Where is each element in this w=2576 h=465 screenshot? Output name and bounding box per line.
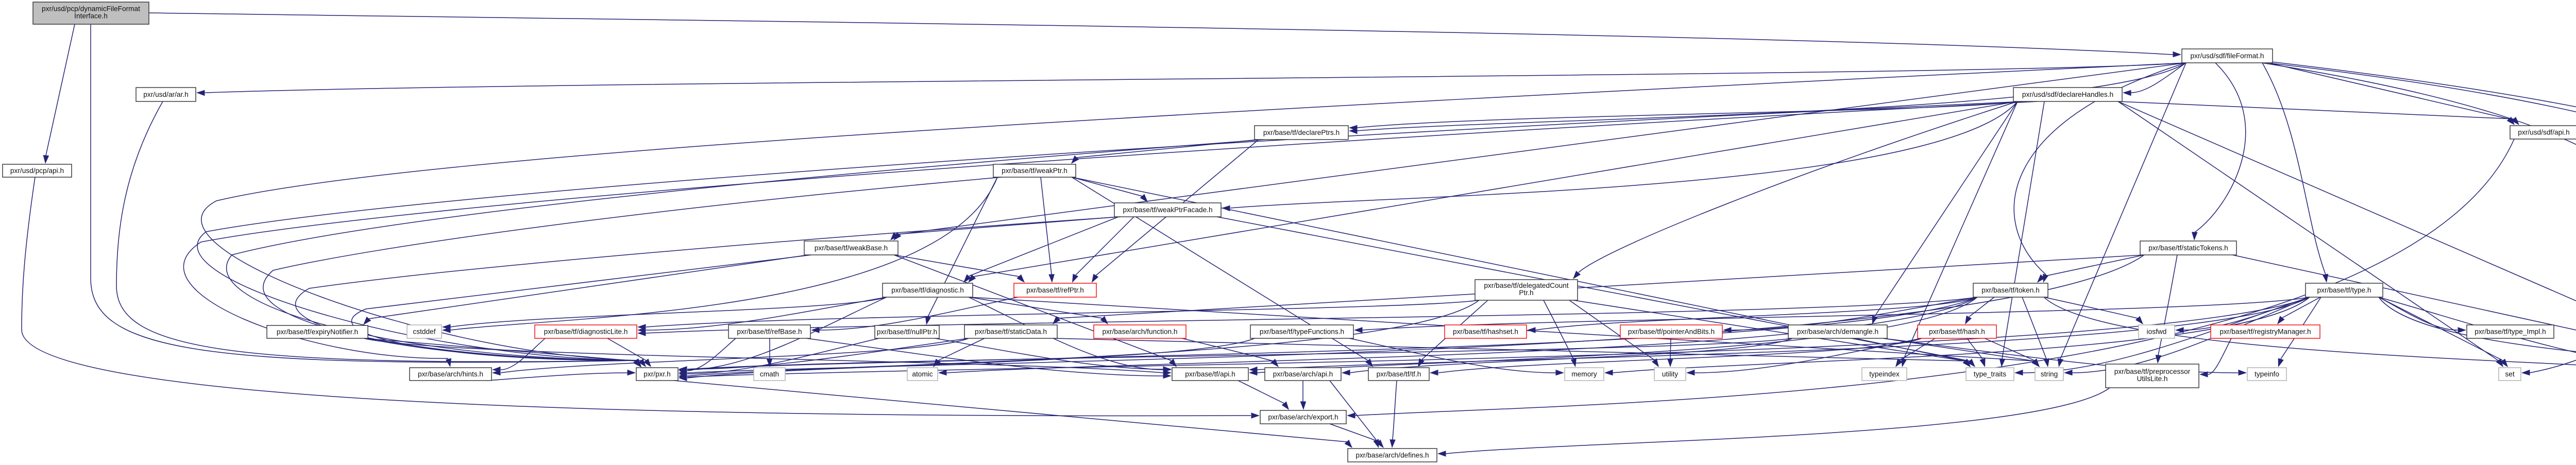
svg-text:pxr/usd/pcp/api.h: pxr/usd/pcp/api.h xyxy=(10,167,64,175)
svg-text:pxr/base/tf/delegatedCount: pxr/base/tf/delegatedCount xyxy=(1484,282,1569,289)
svg-text:UtilsLite.h: UtilsLite.h xyxy=(2137,375,2167,383)
svg-text:pxr/base/tf/nullPtr.h: pxr/base/tf/nullPtr.h xyxy=(877,328,937,336)
svg-text:pxr/base/tf/weakPtr.h: pxr/base/tf/weakPtr.h xyxy=(1002,167,1067,175)
svg-text:pxr/base/tf/preprocessor: pxr/base/tf/preprocessor xyxy=(2114,368,2191,375)
svg-text:set: set xyxy=(2505,370,2514,378)
svg-text:pxr/base/arch/hints.h: pxr/base/arch/hints.h xyxy=(418,370,483,378)
svg-text:cmath: cmath xyxy=(760,370,779,378)
svg-text:pxr/base/tf/pointerAndBits.h: pxr/base/tf/pointerAndBits.h xyxy=(1628,328,1715,336)
svg-text:memory: memory xyxy=(1571,370,1597,378)
svg-text:pxr/base/tf/refPtr.h: pxr/base/tf/refPtr.h xyxy=(1026,286,1084,294)
svg-text:pxr/base/tf/type_Impl.h: pxr/base/tf/type_Impl.h xyxy=(2475,328,2546,336)
svg-text:pxr/base/tf/staticTokens.h: pxr/base/tf/staticTokens.h xyxy=(2148,244,2228,252)
svg-text:cstddef: cstddef xyxy=(413,328,435,336)
svg-text:pxr/base/tf/api.h: pxr/base/tf/api.h xyxy=(1185,370,1235,378)
svg-text:pxr/usd/pcp/dynamicFileFormat: pxr/usd/pcp/dynamicFileFormat xyxy=(42,5,140,12)
svg-text:utility: utility xyxy=(1662,370,1678,378)
svg-text:pxr/base/tf/staticData.h: pxr/base/tf/staticData.h xyxy=(975,328,1047,336)
svg-text:pxr/base/tf/refBase.h: pxr/base/tf/refBase.h xyxy=(737,328,802,336)
svg-text:pxr/base/arch/defines.h: pxr/base/arch/defines.h xyxy=(1355,452,1429,459)
svg-text:Ptr.h: Ptr.h xyxy=(1519,289,1533,297)
svg-text:typeindex: typeindex xyxy=(1869,370,1900,378)
svg-text:pxr/base/tf/hashset.h: pxr/base/tf/hashset.h xyxy=(1453,328,1518,336)
svg-text:pxr/base/tf/registryManager.h: pxr/base/tf/registryManager.h xyxy=(2219,328,2311,336)
svg-text:pxr/usd/ar/ar.h: pxr/usd/ar/ar.h xyxy=(143,91,189,98)
svg-text:pxr/base/arch/demangle.h: pxr/base/arch/demangle.h xyxy=(1797,328,1878,336)
svg-text:iosfwd: iosfwd xyxy=(2147,328,2167,336)
svg-text:pxr/base/arch/api.h: pxr/base/arch/api.h xyxy=(1273,370,1333,378)
svg-text:pxr/usd/sdf/declareHandles.h: pxr/usd/sdf/declareHandles.h xyxy=(2022,91,2113,98)
svg-text:pxr/base/tf/weakBase.h: pxr/base/tf/weakBase.h xyxy=(815,244,888,252)
svg-text:pxr/pxr.h: pxr/pxr.h xyxy=(643,370,671,378)
svg-text:pxr/base/tf/diagnostic.h: pxr/base/tf/diagnostic.h xyxy=(891,286,964,294)
svg-text:pxr/base/arch/function.h: pxr/base/arch/function.h xyxy=(1102,328,1177,336)
svg-text:pxr/usd/sdf/fileFormat.h: pxr/usd/sdf/fileFormat.h xyxy=(2190,52,2264,60)
svg-text:pxr/base/arch/export.h: pxr/base/arch/export.h xyxy=(1268,414,1338,421)
svg-text:pxr/base/tf/hash.h: pxr/base/tf/hash.h xyxy=(1929,328,1985,336)
svg-text:pxr/base/tf/expiryNotifier.h: pxr/base/tf/expiryNotifier.h xyxy=(277,328,358,336)
svg-text:pxr/base/tf/token.h: pxr/base/tf/token.h xyxy=(1981,286,2040,294)
svg-text:string: string xyxy=(2041,370,2058,378)
svg-text:pxr/base/tf/tf.h: pxr/base/tf/tf.h xyxy=(1377,370,1421,378)
svg-text:pxr/base/tf/typeFunctions.h: pxr/base/tf/typeFunctions.h xyxy=(1260,328,1344,336)
svg-text:pxr/base/tf/weakPtrFacade.h: pxr/base/tf/weakPtrFacade.h xyxy=(1123,206,1212,214)
svg-text:pxr/base/tf/type.h: pxr/base/tf/type.h xyxy=(2317,286,2371,294)
svg-text:pxr/base/tf/diagnosticLite.h: pxr/base/tf/diagnosticLite.h xyxy=(544,328,628,336)
svg-text:Interface.h: Interface.h xyxy=(74,12,108,20)
svg-text:type_traits: type_traits xyxy=(1974,370,2006,378)
svg-text:typeinfo: typeinfo xyxy=(2255,370,2279,378)
svg-text:atomic: atomic xyxy=(912,370,933,378)
svg-text:pxr/base/tf/declarePtrs.h: pxr/base/tf/declarePtrs.h xyxy=(1263,129,1340,136)
svg-text:pxr/usd/sdf/api.h: pxr/usd/sdf/api.h xyxy=(2518,129,2569,136)
